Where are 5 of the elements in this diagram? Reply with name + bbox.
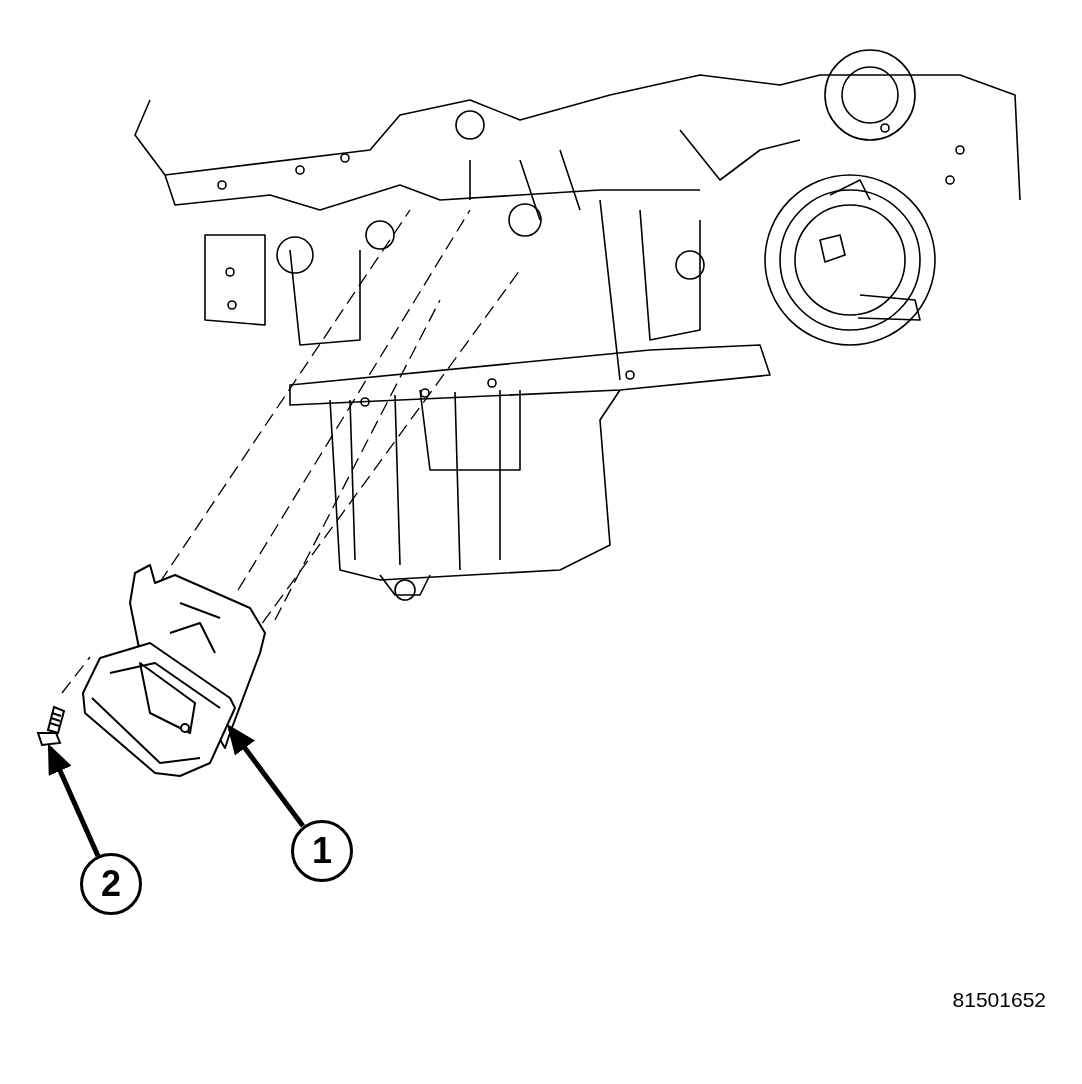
leader-arrow [47,743,101,857]
leader-arrow [227,724,305,828]
figure-number: 81501652 [952,988,1046,1012]
callout-number: 2 [80,853,142,915]
callout-number: 1 [291,820,353,882]
